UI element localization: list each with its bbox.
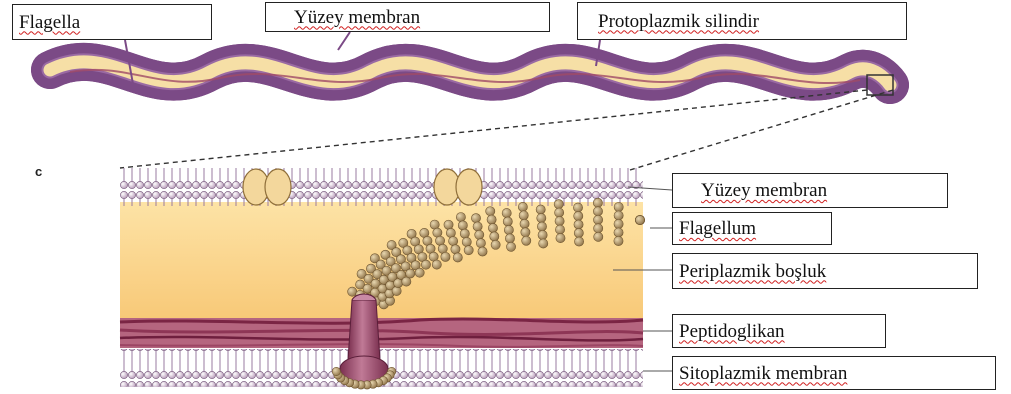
flagellum-subunit [432,260,441,269]
spirochete-body [50,62,893,95]
flagellum-subunit [462,237,471,246]
flagellum-subunit [593,215,602,224]
flagellum-subunit [503,217,512,226]
flagellum-subunit [421,260,430,269]
flagellum-subunit [473,222,482,231]
flagellum-subunit [537,222,546,231]
label-peptidoglycan: Peptidoglikan [672,314,886,348]
flagellum-subunit [506,242,515,251]
label-peptidoglycan-text: Peptidoglikan [679,322,785,341]
flagellum-subunit [486,207,495,216]
label-flagella: Flagella [12,4,212,40]
flagellum-subunit [574,220,583,229]
flagellum-subunit [537,213,546,222]
flagellum-subunit [505,234,514,243]
flagellum-subunit [520,219,529,228]
flagellum-subunit [415,268,424,277]
label-flagellum-text: Flagellum [679,219,756,238]
flagellum-subunit [593,198,602,207]
flagellum-subunit [458,221,467,230]
flagellum-subunit [574,228,583,237]
flagellum-subunit [451,245,460,254]
motor-ring-subunit [332,367,340,375]
flagellum-subunit [555,208,564,217]
flagellum-subunit [460,229,469,238]
flagellum-subunit [614,202,623,211]
flagellum-subunit [614,219,623,228]
flagellum-subunit [453,253,462,262]
flagellum-subunit [555,225,564,234]
flagellum-subunit [556,233,565,242]
peptidoglycan-layer [120,318,643,348]
flagellum-subunit [449,236,458,245]
label-surface-membrane-text: Yüzey membran [701,181,827,200]
label-protoplasmic-cylinder: Protoplazmik silindir [577,2,907,40]
flagellum-subunit [539,239,548,248]
flagellum-subunit [536,205,545,214]
label-surface-membrane: Yüzey membran [672,173,948,208]
flagellum-subunit [635,215,644,224]
flagellum-subunit [502,208,511,217]
flagellum-subunit [574,237,583,246]
flagellum-subunit [574,211,583,220]
flagellum-subunit [394,279,403,288]
flagellum-subunit [614,228,623,237]
label-flagellum: Flagellum [672,212,832,245]
zoom-lines [120,90,893,170]
flagellum-subunit [538,230,547,239]
label-cytoplasmic-membrane: Sitoplazmik membran [672,356,996,390]
flagellum-subunit [519,211,528,220]
label-surface-membrane-top-text: Yüzey membran [294,8,420,27]
flagellum-subunit [444,220,453,229]
flagellum-subunit [573,203,582,212]
flagellum-subunit [555,216,564,225]
label-periplasmic-space: Periplazmik boşluk [672,253,978,289]
panel-letter: c [35,164,42,179]
flagellum-subunit [614,236,623,245]
flagellum-subunit [476,239,485,248]
flagellum-subunit [522,236,531,245]
flagellum-subunit [518,202,527,211]
flagellum-subunit [456,212,465,221]
flagellum-subunit [475,230,484,239]
flagellum-subunit [594,224,603,233]
flagellum-subunit [478,247,487,256]
flagellum-subunit [441,252,450,261]
flagellum-subunit [471,214,480,223]
flagellum-subunit [521,228,530,237]
flagellum-subunit [594,232,603,241]
flagellum-subunit [406,269,415,278]
flagellum-subunit [446,228,455,237]
flagellum-subunit [491,240,500,249]
flagellum-subunit [593,207,602,216]
flagellum-subunit [614,211,623,220]
outer-membrane-bilayer [120,168,643,206]
flagellum-subunit [490,232,499,241]
flagellum-subunit [464,246,473,255]
flagellum-subunit [554,200,563,209]
cross-section [120,168,672,389]
label-cytoplasmic-membrane-text: Sitoplazmik membran [679,364,847,383]
label-flagella-text: Flagella [19,13,80,32]
label-protoplasmic-cylinder-text: Protoplazmik silindir [598,12,759,31]
flagellum-subunit [488,223,497,232]
flagellum-subunit [504,225,513,234]
label-periplasmic-space-text: Periplazmik boşluk [679,262,826,281]
label-surface-membrane-top: Yüzey membran [265,2,550,32]
flagellum-subunit [487,215,496,224]
